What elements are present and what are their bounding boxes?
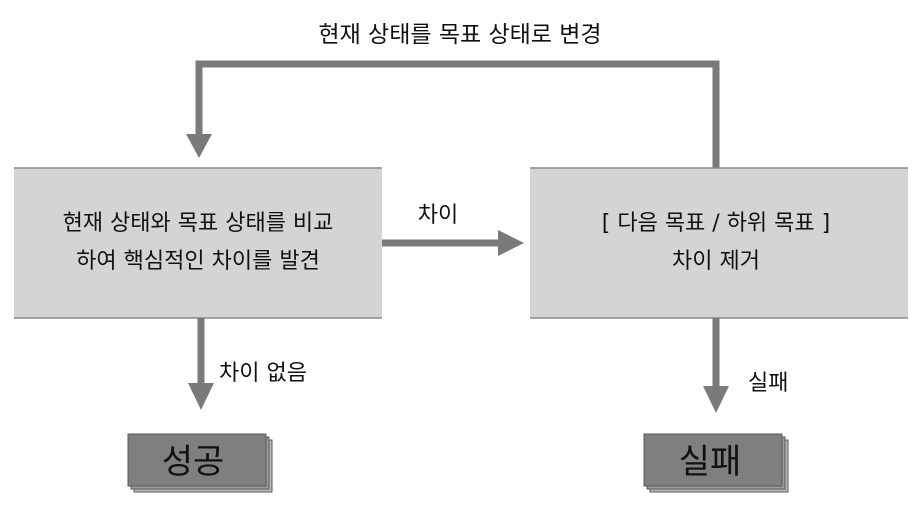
compare-box-line1: 현재 상태와 목표 상태를 비교 <box>63 211 334 236</box>
success-label: 성공 <box>162 442 225 482</box>
feedback-loop-arrowhead <box>186 134 212 158</box>
compare-box-line2: 하여 핵심적인 차이를 발견 <box>76 249 320 274</box>
success-terminal: 성공 <box>127 433 273 493</box>
edge-label-no-difference: 차이 없음 <box>219 361 307 386</box>
failure-arrowhead <box>703 386 729 413</box>
edge-label-failure: 실패 <box>748 371 788 396</box>
loop-label: 현재 상태를 목표 상태로 변경 <box>318 22 601 48</box>
no-difference-arrowhead <box>188 383 214 410</box>
reduce-box-line1: [ 다음 목표 / 하위 목표 ] <box>602 211 830 236</box>
failure-label: 실패 <box>679 442 742 482</box>
feedback-loop-arrow <box>195 60 720 168</box>
failure-terminal: 실패 <box>643 433 789 493</box>
compare-box: 현재 상태와 목표 상태를 비교 하여 핵심적인 차이를 발견 <box>14 167 382 319</box>
edge-label-difference: 차이 <box>418 203 458 228</box>
reduce-box-line2: 차이 제거 <box>672 249 760 274</box>
reduce-box: [ 다음 목표 / 하위 목표 ] 차이 제거 <box>530 167 908 319</box>
difference-arrowhead <box>498 230 524 256</box>
